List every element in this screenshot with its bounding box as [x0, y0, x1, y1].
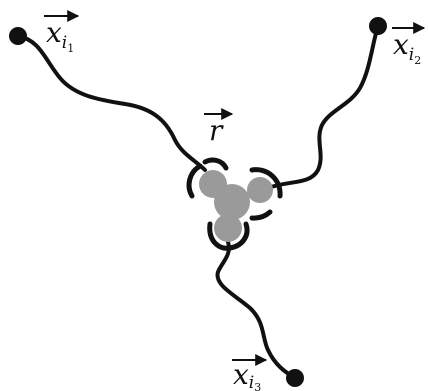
endpoint-1-dot	[9, 27, 27, 45]
end-label-3: xi3	[233, 358, 261, 391]
chain-2	[266, 24, 380, 190]
center-label-r: r	[209, 114, 224, 147]
end-label-2: xi2	[393, 28, 421, 67]
end-label-1: xi1	[46, 16, 74, 55]
endpoint-2-dot	[369, 17, 387, 35]
core-caps	[186, 157, 283, 251]
chain-3	[215, 240, 297, 380]
endpoint-3-dot	[286, 369, 304, 387]
core-trefoil	[199, 170, 273, 242]
chain-1	[16, 34, 207, 172]
